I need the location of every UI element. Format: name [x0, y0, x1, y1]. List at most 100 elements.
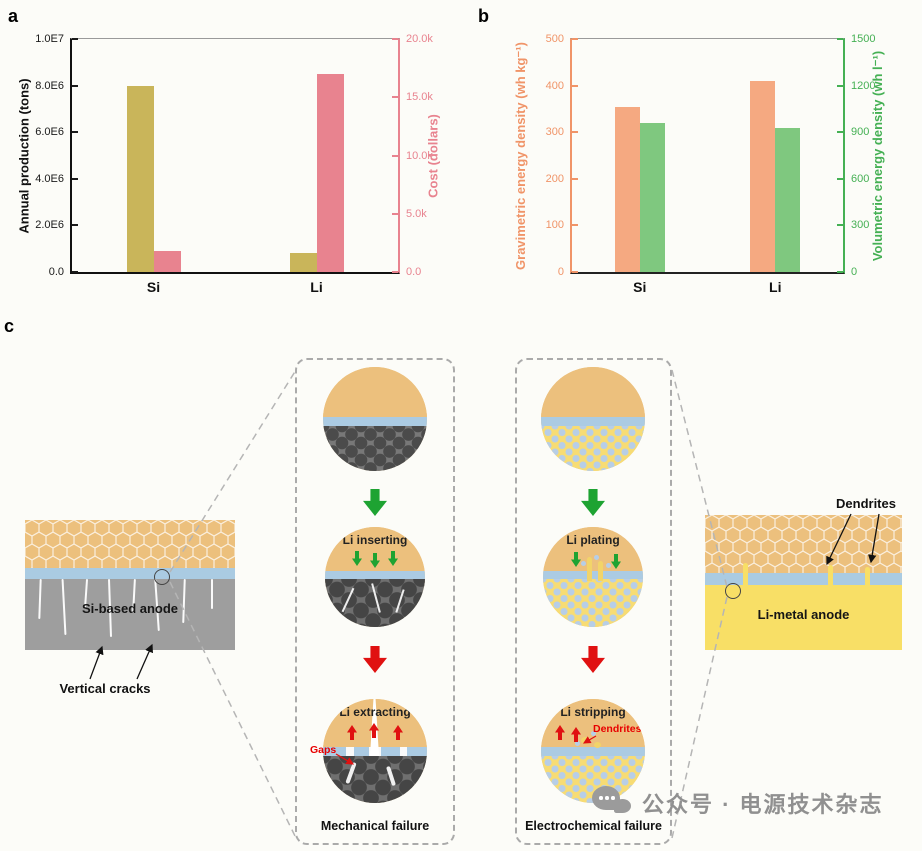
interface-layer [325, 571, 425, 579]
bar-li-left [750, 80, 776, 272]
left-axis-tick-mark [72, 131, 78, 134]
watermark-text: 公众号 · 电源技术杂志 [642, 792, 884, 817]
dendrite-spike [865, 567, 870, 589]
left-axis-tick-mark [72, 224, 78, 227]
dendrite [587, 557, 592, 581]
bar-li-right [316, 73, 344, 272]
bar-group-li [750, 39, 801, 272]
watermark-logo-icon [592, 786, 632, 820]
li-plating-label: Li plating [566, 533, 620, 547]
bar-si-left [614, 106, 640, 272]
si-particles-region [323, 426, 427, 471]
left-axis-tick-label: 300 [545, 126, 564, 139]
right-axis-tick-mark [837, 38, 843, 40]
interface-layer [541, 747, 645, 756]
li-plating-arrow [611, 554, 621, 569]
si-anode-label: Si-based anode [81, 601, 179, 616]
left-axis-tick-mark [72, 177, 78, 180]
electrochemical-failure-caption: Electrochemical failure [525, 819, 662, 833]
watermark: 公众号 · 电源技术杂志 [592, 786, 884, 820]
right-axis-tick-mark [837, 177, 843, 180]
interface-layer [541, 417, 645, 426]
mechanical-failure-caption: Mechanical failure [320, 819, 430, 833]
right-axis-tick-label: 1200 [851, 79, 876, 92]
chart-a-left-axis-title: Annual production (tons) [16, 78, 32, 234]
left-axis-tick-label: 500 [545, 33, 564, 45]
dendrites-label: Dendrites [836, 496, 896, 511]
dendrite-spike [828, 565, 833, 589]
left-axis-tick-label: 2.0E6 [35, 219, 64, 232]
right-axis-tick-label: 600 [851, 172, 870, 185]
right-axis-tick-label: 20.0k [406, 33, 433, 45]
right-axis-tick-label: 900 [851, 126, 870, 139]
panel-c-label: c [4, 316, 15, 336]
bar-si-right [639, 122, 665, 272]
right-axis-tick-mark [837, 271, 843, 273]
left-axis-tick-label: 6.0E6 [35, 126, 64, 139]
vertical-cracks-arrow [136, 643, 153, 680]
right-axis-tick-label: 0.0 [406, 266, 422, 278]
cathode-region [323, 367, 427, 417]
right-axis-tick-mark [392, 212, 398, 215]
left-axis-tick-label: 100 [545, 219, 564, 232]
bar-li-right [775, 127, 801, 272]
vertical-cracks-arrow [89, 645, 104, 680]
right-axis-tick-mark [392, 154, 398, 157]
separator-layer [25, 568, 235, 579]
li-ion-dot [581, 561, 586, 566]
dot-icon [611, 796, 615, 800]
right-axis-tick-mark [392, 271, 398, 273]
separator-layer [705, 573, 902, 585]
left-axis-tick-mark [572, 271, 578, 273]
bar-group-li [289, 39, 344, 272]
left-axis-tick-mark [72, 38, 78, 40]
gaps-label: Gaps [310, 744, 337, 756]
magnify-marker-li [725, 583, 741, 599]
x-category-label: Li [769, 279, 782, 295]
dead-li-debris [581, 737, 590, 744]
dendrite [598, 561, 603, 581]
left-axis-tick-mark [572, 177, 578, 180]
li-ion-dot [575, 741, 580, 746]
li-ion-dot [606, 563, 611, 568]
right-axis-tick-label: 15.0k [406, 91, 433, 104]
bar-si-right [153, 251, 181, 272]
electrochemical-failure-box [515, 358, 672, 845]
cathode-region [541, 367, 645, 417]
left-axis-tick-mark [572, 224, 578, 227]
left-axis-tick-mark [72, 84, 78, 87]
li-anode-initial-circle [541, 367, 645, 471]
li-inserting-circle: Li inserting [325, 527, 425, 627]
li-metal-region [543, 579, 643, 627]
interface-layer [323, 417, 427, 426]
dot-icon [599, 796, 603, 800]
left-axis-tick-label: 0.0 [48, 266, 64, 278]
right-axis-tick-label: 1500 [851, 33, 876, 45]
li-metal-region [541, 426, 645, 471]
li-ion-dot [594, 555, 599, 560]
cathode-hex-layer [705, 515, 902, 573]
left-axis-tick-label: 200 [545, 172, 564, 185]
gap [345, 761, 357, 785]
dendrites-red-label: Dendrites [593, 723, 642, 735]
right-axis-tick-mark [392, 38, 398, 40]
si-anode-illustration: Si-based anode [25, 520, 235, 650]
bar-group-si [614, 39, 665, 272]
cathode-region [543, 527, 643, 571]
li-plating-arrow [571, 552, 581, 567]
bar-group-si [126, 39, 181, 272]
right-axis-tick-mark [392, 96, 398, 99]
left-axis-tick-mark [572, 38, 578, 40]
li-stripping-label: Li stripping [560, 705, 626, 719]
li-anode-illustration: Li-metal anode [705, 515, 902, 650]
li-insert-arrow [370, 553, 380, 568]
bar-li-left [289, 253, 317, 272]
right-axis-tick-mark [837, 224, 843, 227]
left-axis-tick-label: 400 [545, 79, 564, 92]
left-axis-tick-mark [572, 131, 578, 134]
li-extracting-circle: Li extracting [323, 699, 427, 803]
dendrite-spike [743, 563, 748, 589]
chart-b-left-axis-title: Gravimetric energy density (wh kg⁻¹) [513, 42, 528, 270]
